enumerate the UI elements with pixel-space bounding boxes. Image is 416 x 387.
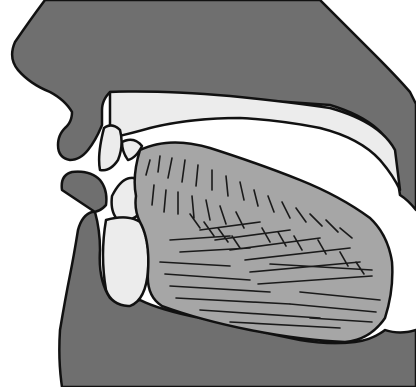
upper-incisor	[99, 125, 122, 170]
lower-tooth-root	[103, 217, 148, 306]
